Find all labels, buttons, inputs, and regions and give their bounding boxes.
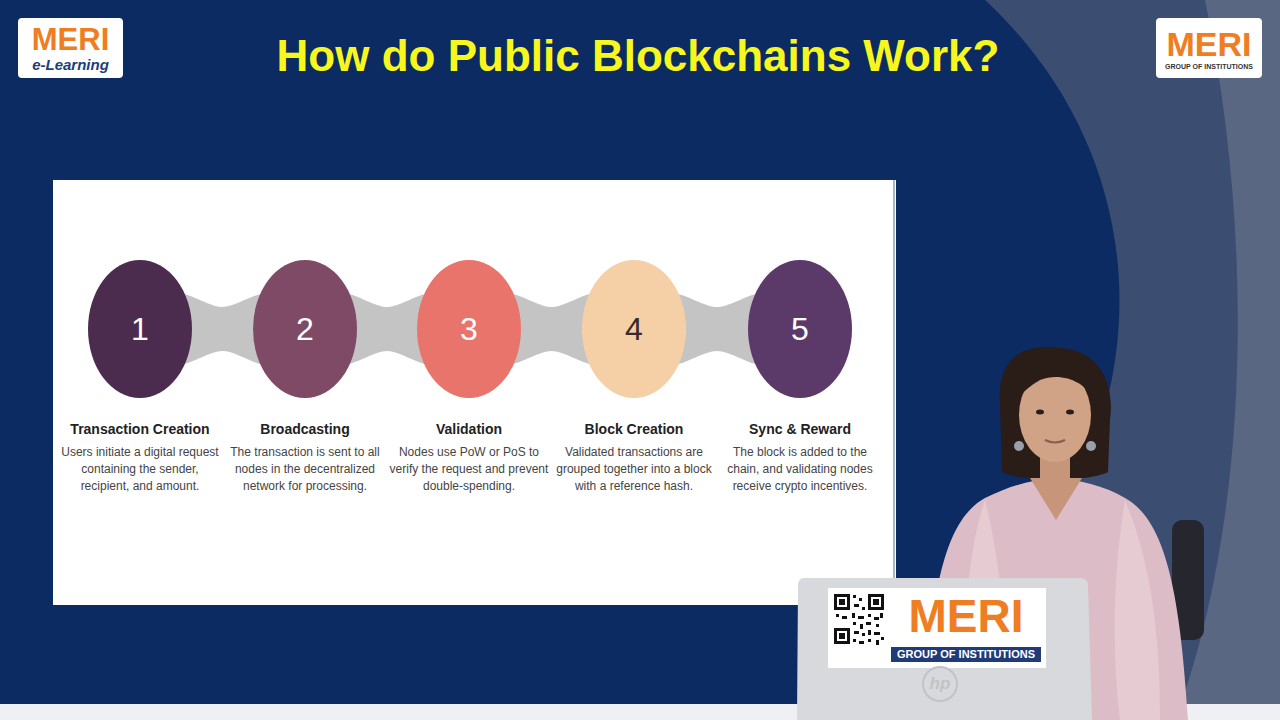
step-circle: 2BroadcastingThe transaction is sent to … [253,260,357,398]
step-circle: 5Sync & RewardThe block is added to the … [748,260,852,398]
circle-fill [253,260,357,398]
connector-band [510,294,594,364]
laptop-lid [797,578,1092,720]
step-caption: BroadcastingThe transaction is sent to a… [225,420,385,495]
step-heading: Validation [389,420,549,438]
connector-band [675,294,760,364]
panel-edge [893,180,895,605]
step-caption: Block CreationValidated transactions are… [554,420,714,495]
step-description: The block is added to the chain, and val… [720,444,880,495]
earring [1086,441,1096,451]
mouth [1045,440,1065,443]
connector-band [181,294,265,364]
laptop-sticker: MERI GROUP OF INSTITUTIONS [827,588,1047,668]
step-number: 4 [625,311,643,347]
step-heading: Sync & Reward [720,420,880,438]
step-description: Users initiate a digital request contain… [60,444,220,495]
circle-fill [582,260,686,398]
logo-subtitle: e-Learning [32,56,109,73]
logo-badge: MERIGROUP OF INSTITUTIONS [1156,18,1262,78]
neckline [1030,478,1082,520]
qr-code [834,594,884,645]
circle-fill [88,260,192,398]
step-number: 3 [460,311,478,347]
step-circle: 4Block CreationValidated transactions ar… [582,260,686,398]
circle-fill [417,260,521,398]
step-number: 1 [131,311,149,347]
sticker-wordmark: MERI [909,591,1024,641]
hair [1000,347,1111,479]
laptop [797,578,1092,720]
step-heading: Transaction Creation [60,420,220,438]
step-caption: Transaction CreationUsers initiate a dig… [60,420,220,495]
eye [1036,410,1044,415]
step-description: Nodes use PoW or PoS to verify the reque… [389,444,549,495]
step-caption: Sync & RewardThe block is added to the c… [720,420,880,495]
sticker-subtitle: GROUP OF INSTITUTIONS [891,647,1041,662]
step-heading: Broadcasting [225,420,385,438]
content-panel [53,180,896,605]
logo-badge: MERIe-Learning [18,18,123,78]
hair-top [1016,352,1097,402]
step-number: 2 [296,311,314,347]
laptop-brand: hp [923,672,957,696]
step-number: 5 [791,311,809,347]
circle-fill [748,260,852,398]
step-heading: Block Creation [554,420,714,438]
logo-wordmark: MERI [1167,26,1252,62]
earring [1014,441,1024,451]
step-circle: 1Transaction CreationUsers initiate a di… [88,260,192,398]
step-description: The transaction is sent to all nodes in … [225,444,385,495]
logo-subtitle: GROUP OF INSTITUTIONS [1165,62,1253,71]
step-caption: ValidationNodes use PoW or PoS to verify… [389,420,549,495]
eye [1066,410,1074,415]
sticker [828,588,1046,668]
step-circle: 3ValidationNodes use PoW or PoS to verif… [417,260,521,398]
hp-logo-ring [923,667,957,701]
scarf [1115,500,1160,720]
slide-title: How do Public Blockchains Work? [0,30,1276,82]
connector-band [346,294,429,364]
logo-wordmark: MERI [32,24,110,56]
step-description: Validated transactions are grouped toget… [554,444,714,495]
